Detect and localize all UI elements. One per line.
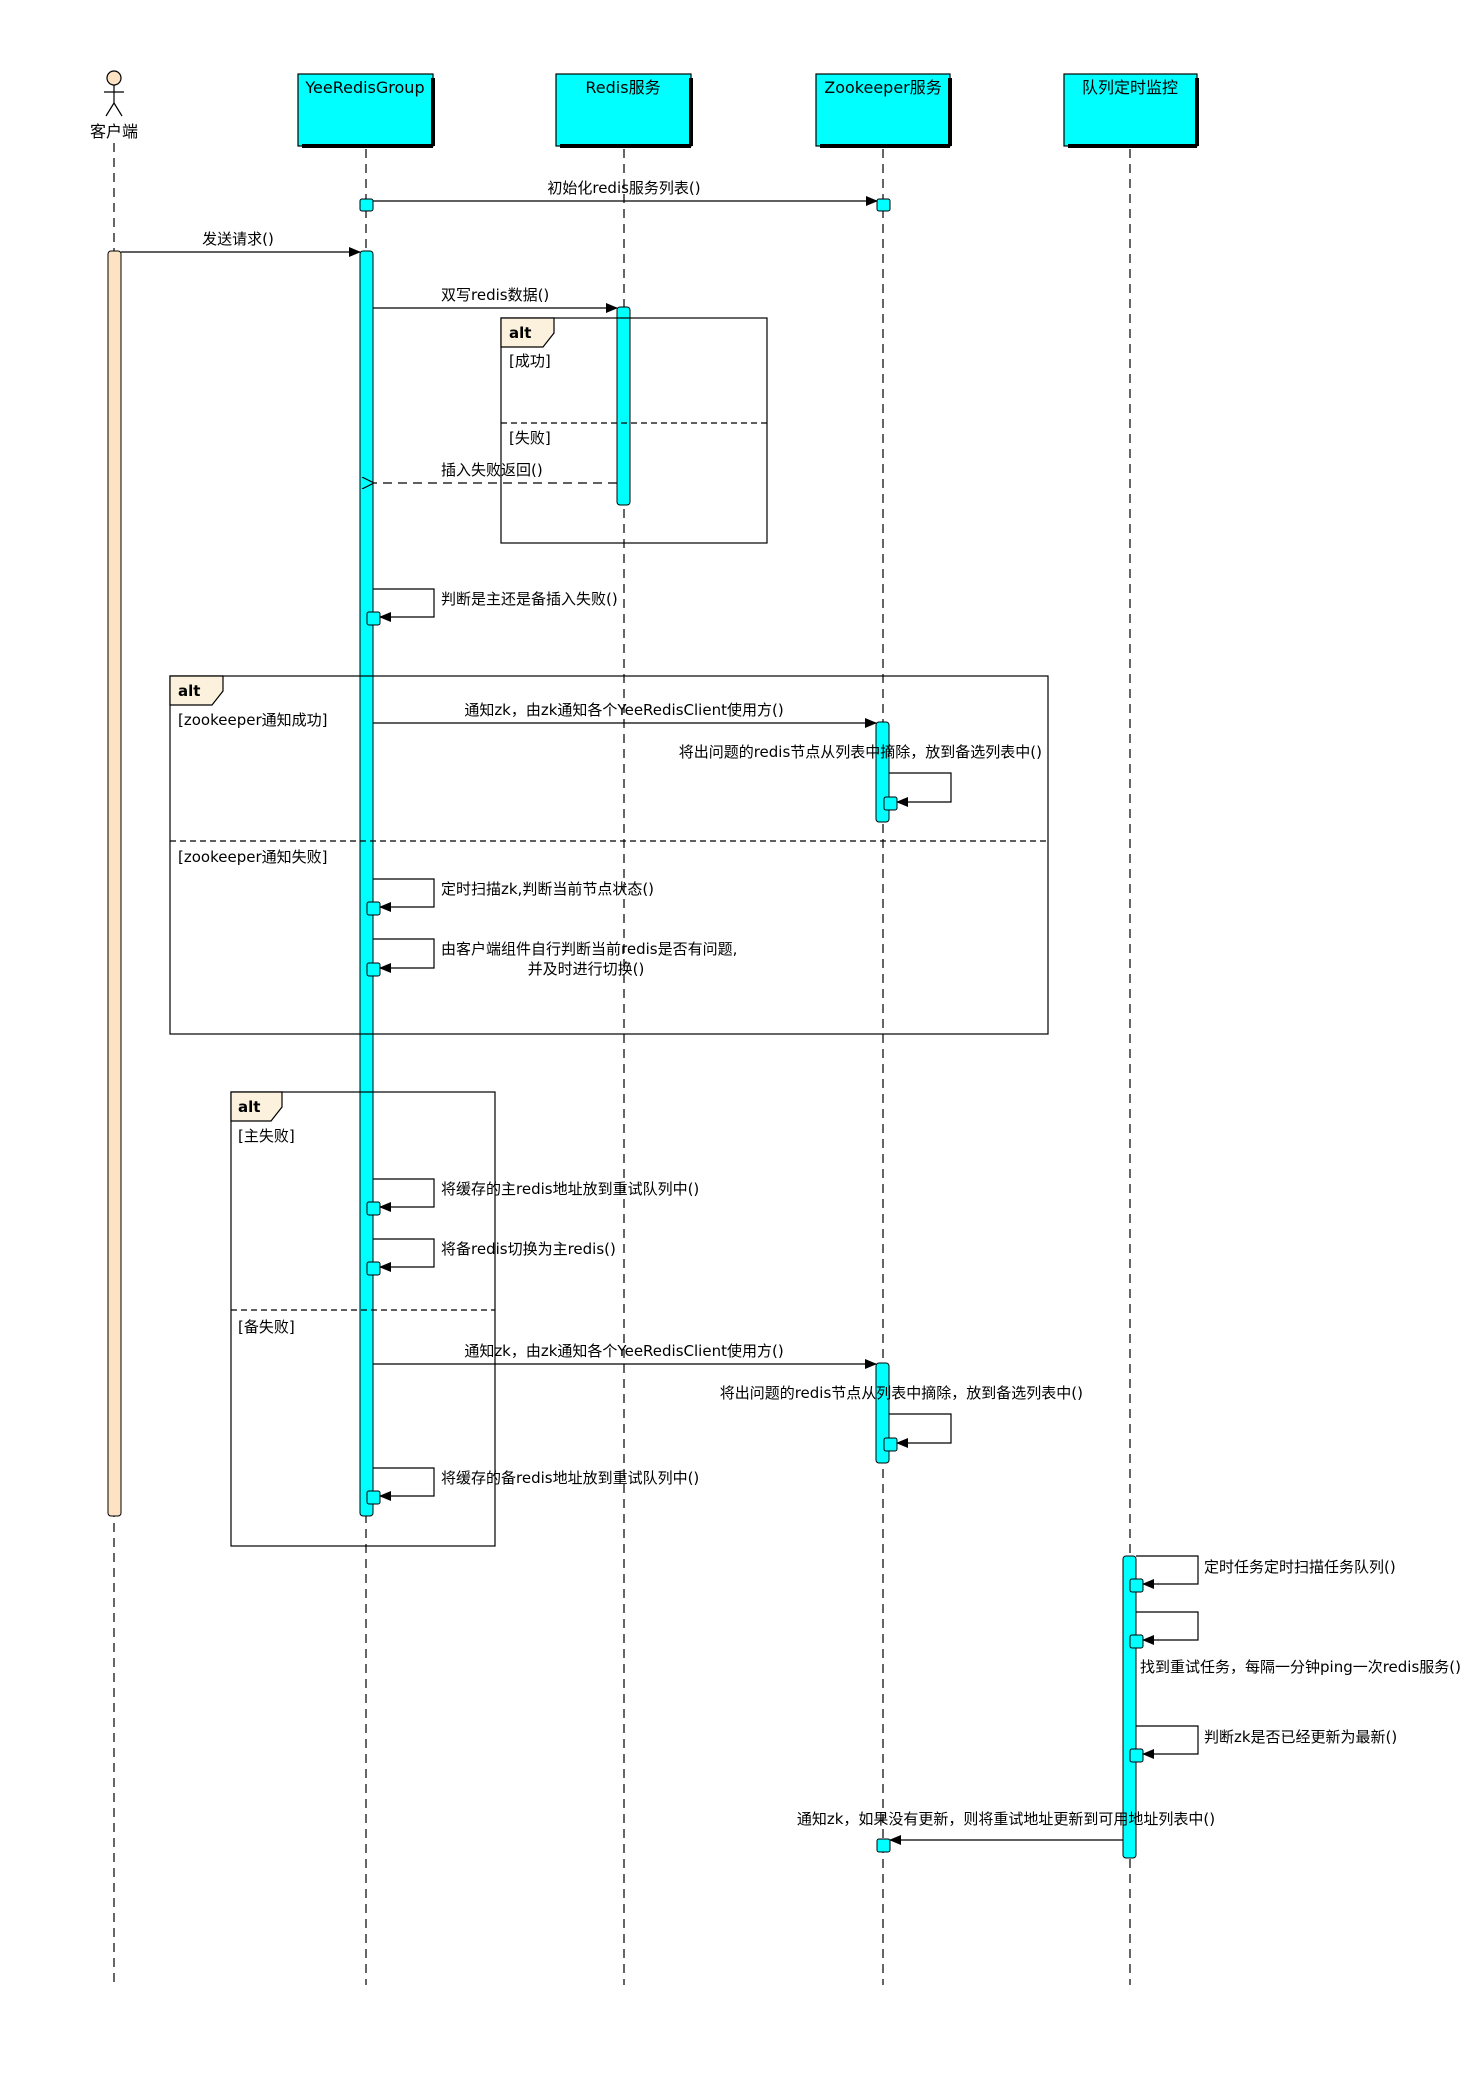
message-label: 判断zk是否已经更新为最新() — [1204, 1728, 1397, 1746]
self-message-arrow — [1136, 1725, 1199, 1759]
fragment-alt-2: alt [zookeeper通知成功] [zookeeper通知失败] — [169, 675, 1049, 1035]
monitor-activation — [1122, 1555, 1137, 1859]
self-message-arrow — [889, 772, 952, 807]
self-message-arrow — [373, 1467, 435, 1501]
message-label: 通知zk，由zk通知各个YeeRedisClient使用方() — [464, 701, 783, 719]
fragment-operator: alt — [178, 682, 200, 700]
lifeline-queue-monitor: 队列定时监控 — [1063, 73, 1199, 148]
message-label: 发送请求() — [202, 230, 274, 248]
self-call-boxes — [359, 198, 1144, 1853]
self-message-arrow — [373, 878, 435, 912]
fragment-guard: [zookeeper通知失败] — [178, 848, 327, 866]
fragment-alt-1: alt [成功] [失败] — [500, 317, 768, 544]
self-message-arrow — [373, 588, 435, 622]
lifeline-label: 队列定时监控 — [1082, 78, 1178, 97]
actor-label: 客户端 — [90, 122, 138, 141]
message-label: 由客户端组件自行判断当前redis是否有问题, — [441, 940, 737, 958]
message-label: 将缓存的主redis地址放到重试队列中() — [441, 1180, 699, 1198]
message-label: 将备redis切换为主redis() — [441, 1240, 616, 1258]
fragment-guard: [失败] — [509, 429, 551, 447]
message-label: 定时任务定时扫描任务队列() — [1204, 1558, 1396, 1576]
self-message-arrow — [1136, 1611, 1199, 1645]
message-label: 初始化redis服务列表() — [547, 179, 700, 197]
message-label: 双写redis数据() — [441, 286, 549, 304]
message-label: 并及时进行切换() — [528, 960, 645, 978]
fragment-alt-3: alt [主失败] [备失败] — [230, 1091, 496, 1547]
fragment-operator: alt — [238, 1098, 260, 1116]
self-message-arrow — [1136, 1555, 1199, 1589]
lifeline-label: Zookeeper服务 — [824, 78, 942, 97]
message-label: 将出问题的redis节点从列表中摘除，放到备选列表中() — [720, 1384, 1083, 1402]
client-activation — [107, 250, 122, 1517]
fragment-guard: [备失败] — [238, 1318, 295, 1336]
self-message-arrow — [373, 1238, 435, 1272]
group-activation — [359, 250, 374, 1517]
lifeline-yeeredisgroup: YeeRedisGroup — [297, 73, 435, 148]
message-label: 将缓存的备redis地址放到重试队列中() — [441, 1469, 699, 1487]
redis-activation — [616, 306, 631, 506]
self-message-arrow — [373, 1178, 435, 1212]
lifeline-label: Redis服务 — [585, 78, 660, 97]
message-label: 定时扫描zk,判断当前节点状态() — [441, 880, 654, 898]
message-label: 通知zk，如果没有更新，则将重试地址更新到可用地址列表中() — [797, 1810, 1215, 1828]
self-message-arrow — [373, 938, 435, 973]
fragment-guard: [主失败] — [238, 1127, 295, 1145]
self-message-arrow — [889, 1413, 952, 1448]
actor-client — [104, 70, 124, 117]
fragment-guard: [成功] — [509, 352, 551, 370]
lifeline-zookeeper: Zookeeper服务 — [815, 73, 952, 148]
message-label: 插入失败返回() — [441, 461, 543, 479]
fragment-guard: [zookeeper通知成功] — [178, 711, 327, 729]
fragment-operator: alt — [509, 324, 531, 342]
message-label: 判断是主还是备插入失败() — [441, 590, 618, 608]
message-label: 将出问题的redis节点从列表中摘除，放到备选列表中() — [679, 743, 1042, 761]
message-label: 通知zk，由zk通知各个YeeRedisClient使用方() — [464, 1342, 783, 1360]
lifeline-redis: Redis服务 — [555, 73, 693, 148]
message-label: 找到重试任务，每隔一分钟ping一次redis服务() — [1140, 1658, 1461, 1676]
lifeline-label: YeeRedisGroup — [304, 78, 424, 97]
